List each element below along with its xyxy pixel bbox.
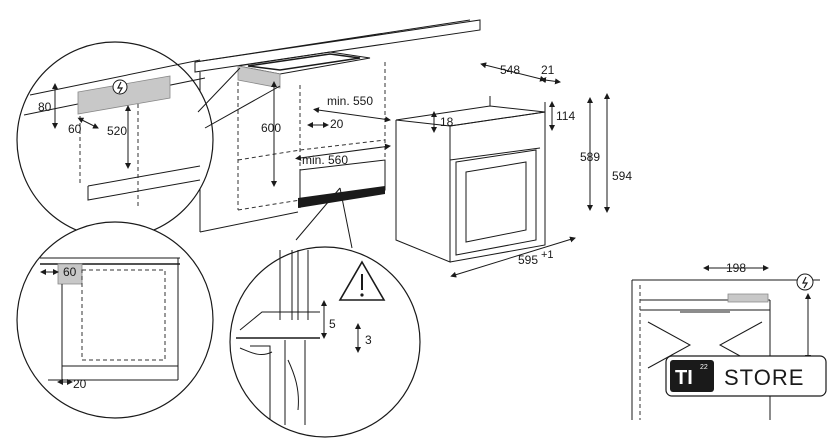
- detail-circle-bottom-middle: 5 3: [229, 246, 421, 438]
- dim-min550-label: min. 550: [327, 94, 373, 108]
- dim-595-label: 595: [518, 253, 538, 267]
- dim-595: 595 +1: [450, 236, 576, 278]
- dim-589: 589: [580, 97, 600, 211]
- dim-18: 18: [431, 111, 454, 133]
- dim-3-label: 3: [365, 333, 372, 347]
- store-badge: TI 22 STORE: [665, 355, 827, 397]
- badge-superscript-label: 22: [700, 364, 708, 371]
- power-warning-icon: [112, 79, 128, 95]
- dim-min560: min. 560: [295, 143, 391, 167]
- dim-20-mid: 20: [307, 117, 344, 131]
- dim-594-label: 594: [612, 169, 632, 183]
- cabinet-outline: [237, 62, 386, 211]
- oven-unit: [395, 96, 546, 263]
- dim-20-mid-label: 20: [330, 117, 344, 131]
- dim-600: 600: [261, 81, 281, 187]
- warning-triangle-icon: [338, 260, 386, 301]
- dim-594: 594: [604, 93, 632, 213]
- dim-520-label: 520: [107, 124, 127, 138]
- detail-circle-bottom-left: 60 20: [16, 221, 214, 419]
- dim-5-label: 5: [329, 317, 336, 331]
- dim-60-top-label: 60: [68, 122, 82, 136]
- badge-ti-label: TI: [675, 367, 693, 389]
- dim-min560-label: min. 560: [302, 153, 348, 167]
- dim-80-label: 80: [38, 100, 52, 114]
- dim-548: 548: [480, 62, 546, 82]
- detail-circle-top: 80 60 520: [16, 41, 214, 239]
- dim-60-side-label: 60: [63, 265, 77, 279]
- power-warning-icon-right: [796, 273, 814, 291]
- callout-line-bottom: [295, 187, 353, 249]
- dim-114-label: 114: [556, 109, 575, 123]
- dim-595-tolerance: +1: [541, 249, 554, 261]
- hob-cutout: [237, 51, 371, 89]
- dim-20-bottom-label: 20: [73, 377, 87, 391]
- plinth: [199, 211, 299, 233]
- dim-21: 21: [540, 63, 561, 85]
- dim-198-label: 198: [726, 261, 746, 275]
- dim-min550: min. 550: [313, 94, 391, 123]
- callout-line-top: [197, 67, 281, 129]
- dim-600-label: 600: [261, 121, 281, 135]
- dim-114: 114: [549, 101, 575, 131]
- dim-21-label: 21: [541, 63, 555, 77]
- badge-store-label: STORE: [724, 365, 804, 390]
- dim-18-label: 18: [440, 115, 454, 129]
- dim-548-label: 548: [500, 63, 520, 77]
- dim-589-label: 589: [580, 150, 600, 164]
